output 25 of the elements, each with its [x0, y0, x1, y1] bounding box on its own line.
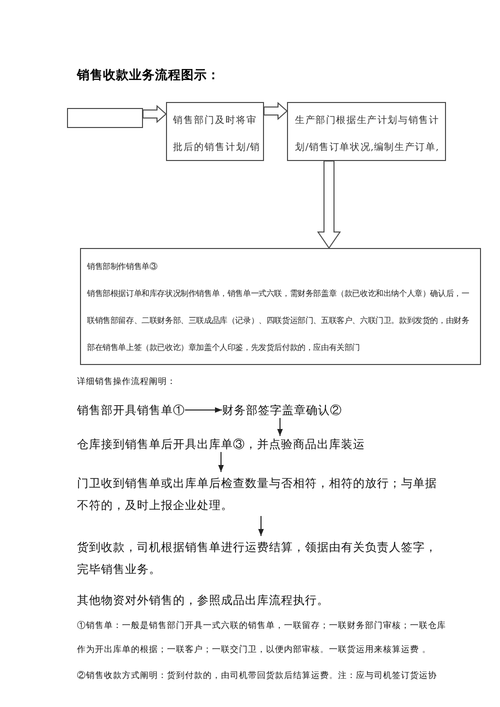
step-text: 门卫收到销售单或出库单后检查数量与否相符，相符的放行；与单据不符的，及时上报企业处理。 [77, 472, 445, 516]
step-text: 货到收款，司机根据销售单进行运费结算，领据由有关负责人签字，完毕销售业务。 [77, 536, 445, 580]
arrow [277, 418, 283, 436]
footnote: ②销售收款方式阐明：货到付款的，由司机带回货款后结算运费。注：应与司机签订货运协 [77, 670, 437, 683]
step-heading: 销售部制作销售单③ [87, 260, 158, 273]
block-arrow [142, 104, 167, 124]
process-box [166, 102, 264, 161]
block-arrow [317, 160, 341, 249]
block-arrow [264, 102, 288, 120]
step-text: 销售部门及时将审批后的销售计划/销 [173, 114, 262, 155]
process-box [80, 248, 481, 365]
arrow [218, 452, 224, 472]
step-description: 销售部根据订单和库存状况制作销售单，销售单一式六联，需财务部盖章（款已收讫和出纳个人章）确认后，一联销售部留存、二联财务部、三联成品库（记录）、四联货运部门、五联客户、六联门卫。款到发货的，由财务部在销售单上签（款已收讫）章加盖个人印鉴，先发货后付款的，应由有关部门 [87, 287, 470, 354]
process-box [287, 102, 446, 161]
step-text: 仓库接到销售单后开具出库单③，并点验商品出库装运 [77, 436, 365, 452]
arrow [258, 516, 264, 536]
body-text: 其他物资对外销售的，参照成品出库流程执行。 [77, 592, 329, 608]
title: 销售收款业务流程图示： [77, 66, 220, 84]
step-text: 财务部签字盖章确认② [222, 402, 342, 418]
footnote: ①销售单：一般是销售部门开具一式六联的销售单，一联留存；一联财务部门审核；一联仓库作为开出库单的根据；一联客户；一联交门卫，以便内部审核。一联货运用来核算运费 。 [77, 620, 447, 657]
step-text: 生产部门根据生产计划与销售计划/销售订单状况,编制生产订单, [295, 114, 440, 155]
step-text: 销售部开具销售单① [77, 402, 185, 418]
process-box [67, 108, 143, 128]
arrow [184, 407, 222, 413]
section-label: 详细销售操作流程阐明： [77, 376, 176, 389]
